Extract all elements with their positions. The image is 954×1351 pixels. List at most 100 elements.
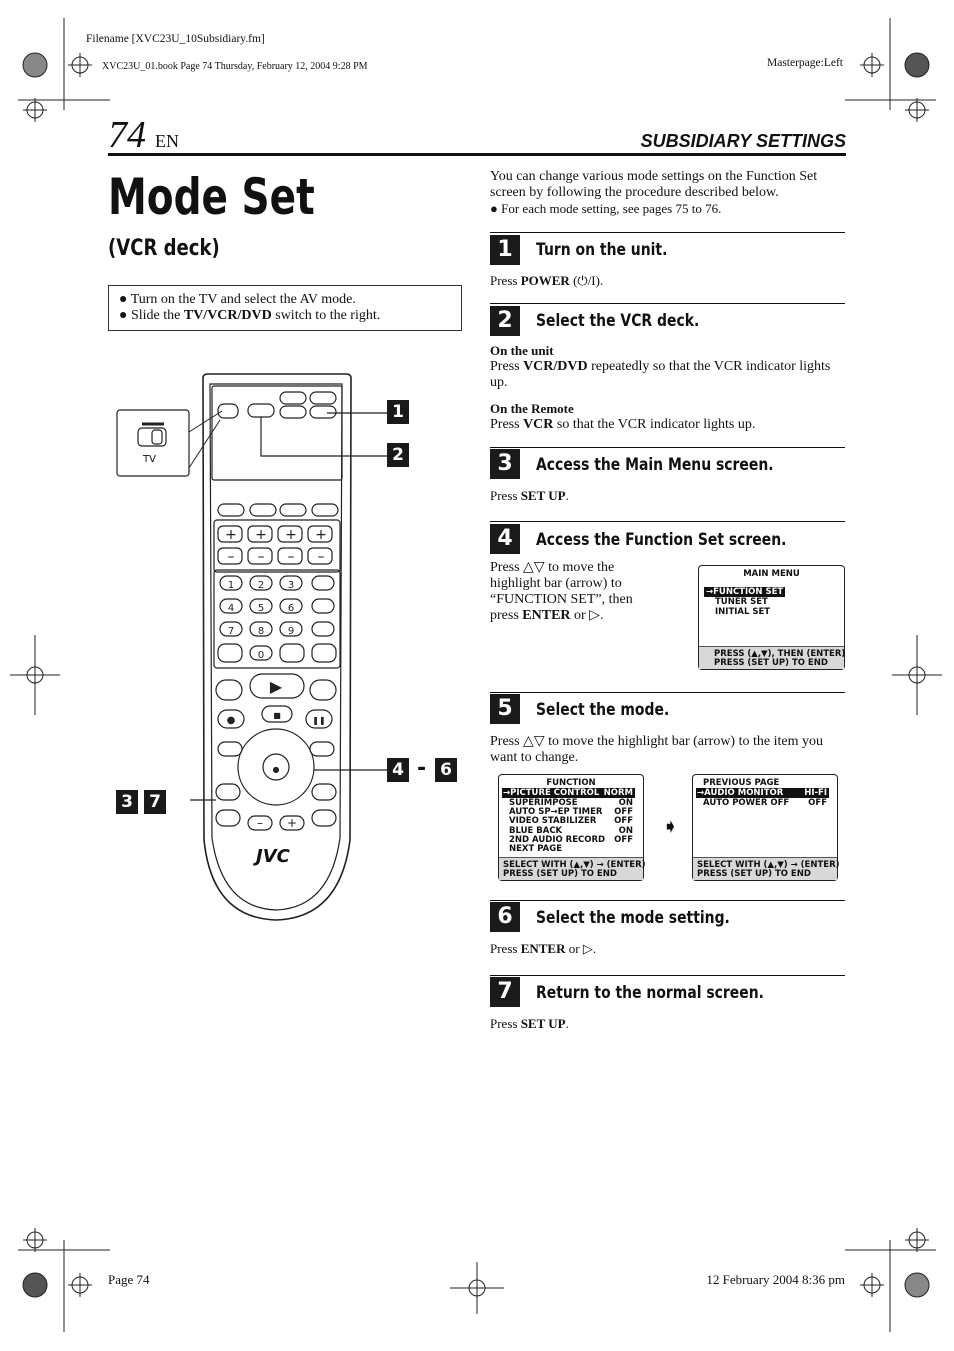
main-menu-screen: MAIN MENU →FUNCTION SET TUNER SET INITIA… [698, 565, 845, 670]
svg-text:2: 2 [258, 580, 264, 591]
svg-text:❚❚: ❚❚ [312, 716, 325, 725]
step-7-title: Return to the normal screen. [536, 983, 764, 1003]
svg-text:3: 3 [288, 580, 294, 591]
function2-row-value: OFF [808, 798, 827, 808]
svg-text:7: 7 [228, 626, 234, 637]
next-arrow-icon: ➧ [662, 814, 679, 838]
step-6-number: 6 [490, 902, 520, 932]
function-row-label: →PICTURE CONTROL [503, 788, 600, 798]
page-title: Mode Set [108, 168, 315, 226]
tv-switch-label: TV [143, 454, 156, 465]
step-7-text: Press SET UP. [490, 1016, 569, 1031]
svg-text:●: ● [273, 765, 280, 774]
footer-page: Page 74 [108, 1272, 150, 1287]
function-row-label: BLUE BACK [509, 826, 563, 836]
function2-footer-1: SELECT WITH (▲,▼) → (ENTER) [697, 860, 840, 870]
page-lang: EN [155, 131, 179, 151]
callout-1: 1 [387, 400, 409, 424]
function-screen-title: FUNCTION [546, 778, 596, 788]
step-5-number: 5 [490, 694, 520, 724]
svg-text:–: – [257, 816, 263, 830]
step-7-number: 7 [490, 977, 520, 1007]
header-filename: Filename [XVC23U_10Subsidiary.fm] [86, 33, 265, 45]
section-title: SUBSIDIARY SETTINGS [640, 131, 846, 151]
function2-row-label: →AUDIO MONITOR [697, 788, 784, 798]
function-row-label: AUTO SP→EP TIMER [509, 807, 603, 817]
svg-text:+: + [285, 527, 297, 543]
svg-text:+: + [255, 527, 267, 543]
main-menu-footer-1: PRESS (▲,▼), THEN (ENTER) [714, 649, 846, 659]
step-3-number: 3 [490, 449, 520, 479]
step-4-number: 4 [490, 524, 520, 554]
step-2-remote-text: Press VCR so that the VCR indicator ligh… [490, 417, 756, 432]
svg-text:6: 6 [288, 603, 294, 614]
prerequisite-box: ● Turn on the TV and select the AV mode.… [108, 285, 462, 331]
main-menu-item-initial-set: INITIAL SET [715, 607, 771, 617]
function-row-label: SUPERIMPOSE [509, 798, 578, 808]
step-2-unit-text: Press VCR/DVD repeatedly so that the VCR… [490, 359, 831, 390]
main-menu-footer-2: PRESS (SET UP) TO END [714, 658, 828, 668]
svg-text:–: – [258, 549, 265, 565]
svg-text:1: 1 [228, 580, 234, 591]
function-row-value: OFF [614, 807, 633, 817]
prereq-line-2: ● Slide the TV/VCR/DVD switch to the rig… [119, 308, 381, 323]
function-row-value: ON [618, 826, 633, 836]
step-2-title: Select the VCR deck. [536, 311, 700, 331]
step-4-text: Press △▽ to move the highlight bar (arro… [490, 560, 633, 623]
step-6-title: Select the mode setting. [536, 908, 730, 928]
step-5-title: Select the mode. [536, 700, 670, 720]
svg-text:+: + [225, 527, 237, 543]
svg-text:9: 9 [288, 626, 294, 637]
function2-row-label: AUTO POWER OFF [703, 798, 790, 808]
step-1-text: Press POWER (⏻/I). [490, 273, 604, 288]
function-row-label: NEXT PAGE [509, 844, 563, 854]
callout-7: 7 [144, 790, 166, 814]
step-4-title: Access the Function Set screen. [536, 530, 787, 550]
svg-text:■: ■ [273, 711, 281, 720]
svg-text:+: + [287, 816, 297, 830]
intro-text: You can change various mode settings on … [490, 169, 818, 200]
svg-text:▶: ▶ [270, 677, 283, 696]
callout-2: 2 [387, 443, 409, 467]
step-3-text: Press SET UP. [490, 488, 569, 503]
intro-bullet: ● For each mode setting, see pages 75 to… [490, 201, 722, 216]
svg-text:8: 8 [258, 626, 264, 637]
main-menu-title: MAIN MENU [743, 569, 800, 579]
prereq-line-1: ● Turn on the TV and select the AV mode. [119, 292, 356, 307]
step-3-title: Access the Main Menu screen. [536, 455, 774, 475]
svg-text:+: + [315, 527, 327, 543]
svg-text:●: ● [227, 715, 236, 726]
svg-text:5: 5 [258, 603, 264, 614]
function-screen: FUNCTION →PICTURE CONTROL NORM SUPERIMPO… [498, 774, 646, 881]
header-masterpage: Masterpage:Left [767, 57, 843, 69]
main-menu-item-tuner-set: TUNER SET [715, 597, 768, 607]
function-row-label: 2ND AUDIO RECORD [509, 835, 606, 845]
function-row-value: ON [618, 798, 633, 808]
callout-dash: - [417, 756, 427, 781]
step-6-text: Press ENTER or ▷. [490, 941, 597, 956]
step-1-number: 1 [490, 235, 520, 265]
step-5-text: Press △▽ to move the highlight bar (arro… [490, 734, 823, 765]
step-1-title: Turn on the unit. [536, 240, 668, 260]
function2-row-value: HI-FI [804, 788, 827, 798]
page-subtitle: (VCR deck) [108, 236, 220, 261]
main-menu-item-function-set: →FUNCTION SET [704, 587, 786, 597]
function-footer-1: SELECT WITH (▲,▼) → (ENTER) [503, 860, 646, 870]
step-2-number: 2 [490, 306, 520, 336]
callout-6: 6 [435, 758, 457, 782]
footer-date: 12 February 2004 8:36 pm [706, 1272, 845, 1287]
svg-text:–: – [288, 549, 295, 565]
function-footer-2: PRESS (SET UP) TO END [503, 869, 617, 879]
function2-footer-2: PRESS (SET UP) TO END [697, 869, 811, 879]
function-row-label: VIDEO STABILIZER [509, 816, 597, 826]
page-number: 74 [108, 114, 146, 156]
header-rule [108, 153, 846, 156]
function2-title: PREVIOUS PAGE [703, 778, 780, 788]
header-book-info: XVC23U_01.book Page 74 Thursday, Februar… [102, 61, 368, 72]
callout-3: 3 [116, 790, 138, 814]
callout-4: 4 [387, 758, 409, 782]
step-2-unit-head: On the unit [490, 343, 554, 358]
svg-text:–: – [228, 549, 235, 565]
